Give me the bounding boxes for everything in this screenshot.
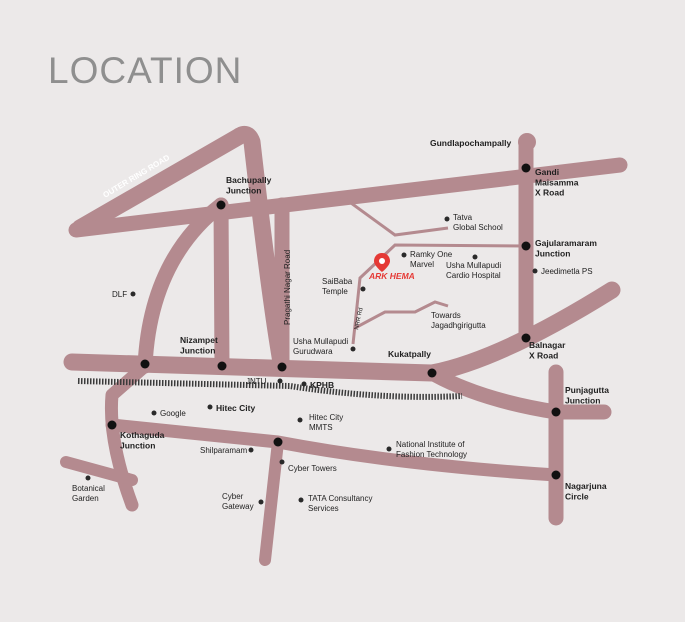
junction-dot xyxy=(551,470,561,480)
place-dot xyxy=(298,497,304,503)
place-dot xyxy=(386,446,392,452)
jagadhgirigutta-road xyxy=(354,300,449,330)
junction-dot xyxy=(521,163,531,173)
place-dot xyxy=(401,252,407,258)
junction-dot xyxy=(140,359,150,369)
junction-dot xyxy=(427,368,437,378)
place-dot xyxy=(85,475,91,481)
junction-dot xyxy=(277,362,287,372)
bachupally-nizampet-road xyxy=(213,197,230,374)
map-dots xyxy=(85,163,561,505)
label-google: Google xyxy=(160,409,186,418)
place-dot xyxy=(151,410,157,416)
label-kphb: KPHB xyxy=(310,380,334,390)
dlf-road xyxy=(137,197,229,374)
place-dot xyxy=(207,404,213,410)
place-dot xyxy=(279,459,285,465)
place-dot xyxy=(532,268,538,274)
cyber-towers-road xyxy=(259,436,284,566)
label-pragathi-nagar-road: Pragathi Nagar Road xyxy=(283,250,292,325)
place-dot xyxy=(297,417,303,423)
junction-dot xyxy=(273,437,283,447)
hitec-road xyxy=(105,418,563,482)
label-kukatpally: Kukatpally xyxy=(388,349,431,359)
label-gundlapochampally: Gundlapochampally xyxy=(430,138,512,148)
botanical-road xyxy=(60,456,138,486)
junction-dot xyxy=(216,200,226,210)
location-pin-dot xyxy=(379,258,385,264)
junction-dot xyxy=(521,241,531,251)
page-title: LOCATION xyxy=(48,50,243,91)
place-dot xyxy=(444,216,450,222)
label-shilparamam: Shilparamam xyxy=(200,446,247,455)
place-dot xyxy=(350,346,356,352)
junction-dot xyxy=(551,407,561,417)
place-dot xyxy=(248,447,254,453)
label-jntu: JNTU xyxy=(246,377,267,386)
junction-dot xyxy=(107,420,117,430)
road-end-cap xyxy=(518,133,536,151)
tatva-road xyxy=(339,193,449,237)
label-ark-hema: ARK HEMA xyxy=(368,271,415,281)
place-dot xyxy=(130,291,136,297)
project-marker[interactable] xyxy=(374,253,390,272)
junction-dot xyxy=(521,333,531,343)
label-jeedimetla: Jeedimetla PS xyxy=(541,267,593,276)
railway-line xyxy=(77,378,463,400)
label-dlf: DLF xyxy=(112,290,127,299)
label-hitec-city: Hitec City xyxy=(216,403,255,413)
label-cyber-towers: Cyber Towers xyxy=(288,464,337,473)
place-dot xyxy=(360,286,366,292)
western-road xyxy=(104,359,152,512)
place-dot xyxy=(277,378,283,384)
place-dot xyxy=(472,254,478,260)
junction-dot xyxy=(217,361,227,371)
road-network xyxy=(60,125,628,566)
place-dot xyxy=(301,381,307,387)
place-dot xyxy=(258,499,264,505)
label-nrr-road: NRR Rd xyxy=(354,307,365,330)
railway-track xyxy=(77,378,463,400)
